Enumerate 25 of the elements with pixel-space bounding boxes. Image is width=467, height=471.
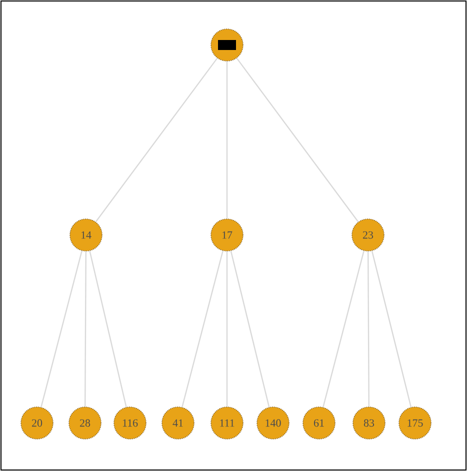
tree-edge <box>226 251 228 407</box>
tree-node: 140 <box>256 406 290 440</box>
tree-node: 28 <box>68 406 102 440</box>
tree-node: 111 <box>210 406 244 440</box>
tree-node: 14 <box>70 218 102 252</box>
tree-edge <box>236 58 359 222</box>
tree-edge <box>226 61 228 219</box>
tree-node: 116 <box>114 406 146 440</box>
tree-node: 61 <box>302 406 336 440</box>
tree-edge <box>368 251 370 407</box>
tree-edge <box>230 250 270 408</box>
tree-edge <box>371 250 412 408</box>
tree-edge <box>40 250 82 408</box>
tree-edge <box>182 250 224 408</box>
root-node <box>210 28 244 62</box>
tree-node: 83 <box>352 406 386 440</box>
tree-edge <box>84 251 87 407</box>
tree-node: 175 <box>398 406 432 440</box>
tree-edge <box>89 250 127 408</box>
tree-node: 41 <box>162 406 194 440</box>
tree-node: 20 <box>20 406 54 440</box>
tree-edge <box>322 250 364 408</box>
tree-node: 23 <box>352 218 384 252</box>
tree-node: 17 <box>210 218 244 252</box>
tree-edge <box>95 58 218 222</box>
